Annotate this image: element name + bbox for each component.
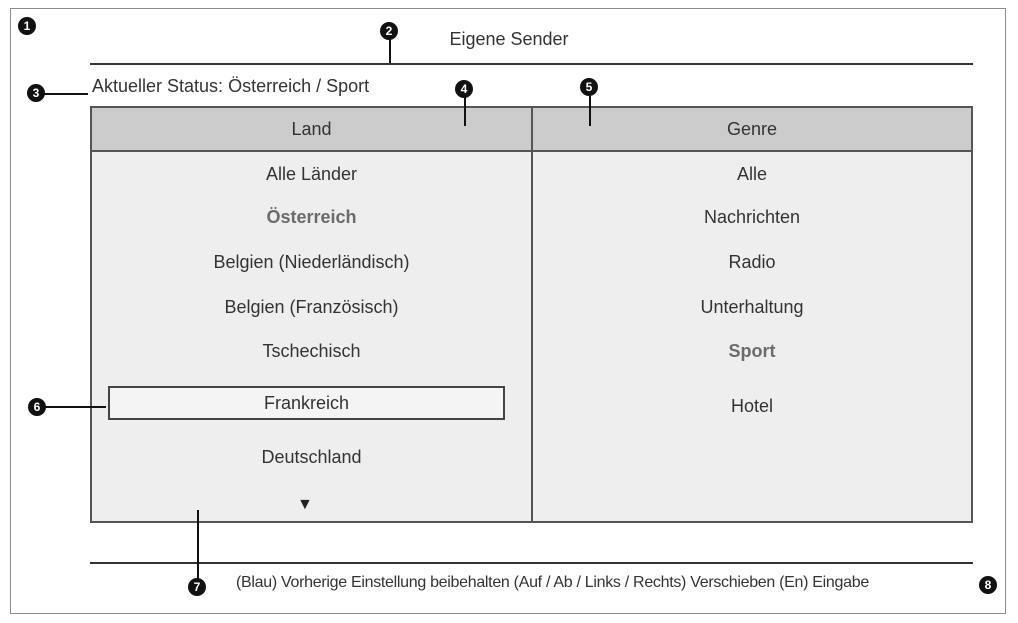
genre-column-header: Genre — [533, 108, 971, 152]
callout-badge-2: 2 — [380, 22, 398, 40]
callout-badge-5: 5 — [580, 78, 598, 96]
callout-badge-8: 8 — [979, 576, 997, 594]
callout-badge-1: 1 — [18, 17, 36, 35]
land-item-deutschland[interactable]: Deutschland — [261, 447, 362, 467]
footer-key-hints: (Blau) Vorherige Einstellung beibehalten… — [236, 574, 869, 591]
callout-badge-4: 4 — [455, 80, 473, 98]
genre-item-unterhaltung[interactable]: Unterhaltung — [700, 297, 804, 317]
land-column-header: Land — [92, 108, 531, 152]
top-rule — [90, 63, 973, 65]
genre-item-nachrichten[interactable]: Nachrichten — [703, 207, 801, 227]
bottom-rule — [90, 562, 973, 564]
genre-item-sport[interactable]: Sport — [728, 341, 776, 361]
callout-leader-6 — [45, 406, 106, 408]
callout-leader-5 — [589, 96, 591, 126]
callout-leader-3 — [44, 93, 88, 95]
callout-badge-7: 7 — [188, 578, 206, 596]
genre-item-alle[interactable]: Alle — [736, 164, 767, 184]
status-text: Aktueller Status: Österreich / Sport — [92, 76, 370, 96]
land-item-oesterreich[interactable]: Österreich — [266, 207, 357, 227]
land-item-belgien-fr[interactable]: Belgien (Französisch) — [224, 297, 399, 317]
land-item-alle-laender[interactable]: Alle Länder — [265, 164, 358, 184]
land-item-tschechisch[interactable]: Tschechisch — [262, 341, 361, 361]
callout-badge-3: 3 — [27, 84, 45, 102]
callout-leader-7 — [197, 510, 199, 580]
callout-leader-4 — [464, 96, 466, 126]
channel-filter-panel: Land Genre Alle Länder Österreich Belgie… — [90, 106, 973, 523]
triangle-down-icon[interactable]: ▼ — [297, 496, 313, 513]
genre-item-radio[interactable]: Radio — [728, 252, 776, 272]
land-item-frankreich-selected[interactable]: Frankreich — [108, 386, 505, 420]
column-divider — [531, 108, 533, 521]
callout-badge-6: 6 — [28, 398, 46, 416]
genre-item-hotel[interactable]: Hotel — [730, 396, 774, 416]
land-item-belgien-nl[interactable]: Belgien (Niederländisch) — [213, 252, 410, 272]
screen-frame — [10, 8, 1006, 614]
screen-title: Eigene Sender — [449, 29, 569, 49]
callout-leader-2 — [389, 30, 391, 63]
